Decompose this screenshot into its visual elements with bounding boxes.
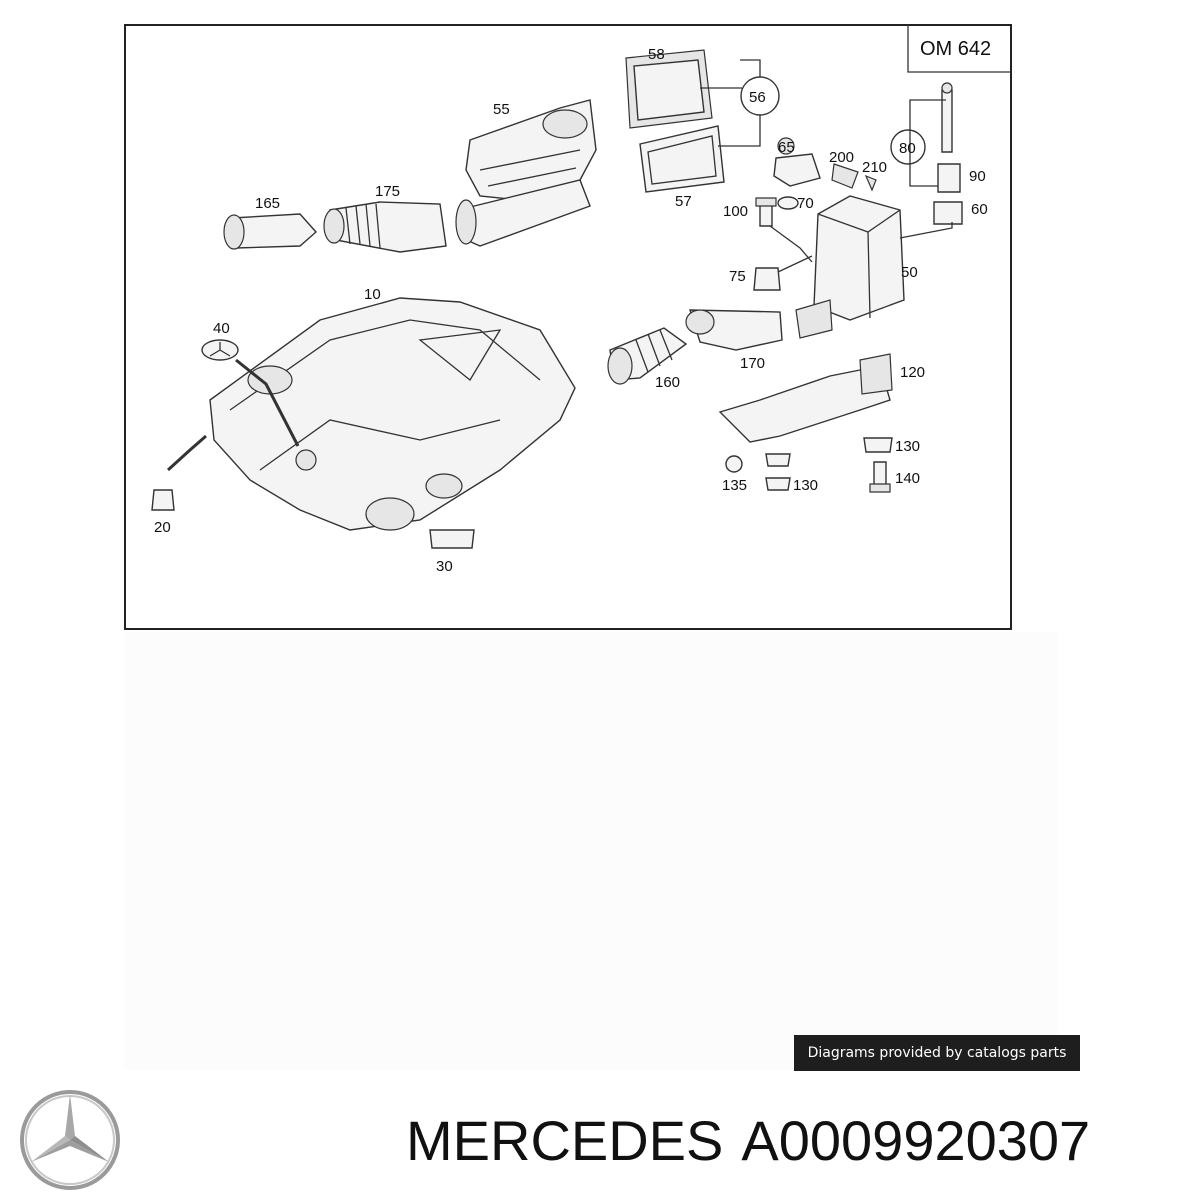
grommet-75 bbox=[753, 267, 781, 291]
part-number: A0009920307 bbox=[741, 1109, 1091, 1172]
engine-code-box: OM 642 bbox=[907, 24, 1011, 73]
parts-diagram: OM 642 bbox=[151, 24, 1011, 575]
label-20: 20 bbox=[154, 519, 171, 536]
credit-text: Diagrams provided by catalogs parts bbox=[807, 1045, 1067, 1061]
air-filter-element-57 bbox=[639, 125, 725, 193]
label-30: 30 bbox=[436, 558, 453, 575]
nut-135 bbox=[725, 455, 743, 473]
label-70: 70 bbox=[797, 195, 814, 212]
clip-210 bbox=[864, 174, 877, 192]
label-140: 140 bbox=[895, 470, 920, 487]
label-165: 165 bbox=[255, 195, 280, 212]
bolt-100 bbox=[755, 197, 777, 227]
brand-name: MERCEDES bbox=[406, 1109, 724, 1172]
label-65: 65 bbox=[778, 139, 795, 156]
emblem-40 bbox=[201, 339, 239, 361]
label-56: 56 bbox=[749, 89, 766, 106]
label-80: 80 bbox=[899, 140, 916, 157]
sensor-65 bbox=[773, 137, 821, 187]
label-210: 210 bbox=[862, 159, 887, 176]
label-75: 75 bbox=[729, 268, 746, 285]
nut-20 bbox=[151, 489, 175, 511]
rubber-mount-60 bbox=[933, 201, 963, 225]
air-intake-hose-175 bbox=[323, 201, 447, 253]
air-filter-element-58 bbox=[625, 49, 713, 129]
label-135: 135 bbox=[722, 477, 747, 494]
connector-200 bbox=[831, 163, 859, 189]
product-title: MERCEDES A0009920307 bbox=[406, 1108, 1090, 1173]
label-40: 40 bbox=[213, 320, 230, 337]
label-170: 170 bbox=[740, 355, 765, 372]
label-175: 175 bbox=[375, 183, 400, 200]
air-filter-housing-50 bbox=[795, 195, 905, 339]
label-50: 50 bbox=[901, 264, 918, 281]
air-intake-hose-170 bbox=[685, 309, 783, 351]
cap-30 bbox=[429, 529, 475, 549]
label-130-lower: 130 bbox=[793, 477, 818, 494]
label-100: 100 bbox=[723, 203, 748, 220]
label-130-right: 130 bbox=[895, 438, 920, 455]
grommet-130-lower bbox=[765, 477, 791, 491]
bracket-120 bbox=[718, 353, 893, 443]
label-120: 120 bbox=[900, 364, 925, 381]
engine-cover-10 bbox=[209, 297, 576, 531]
label-160: 160 bbox=[655, 374, 680, 391]
label-57: 57 bbox=[675, 193, 692, 210]
air-intake-hose-160 bbox=[607, 327, 688, 385]
label-200: 200 bbox=[829, 149, 854, 166]
label-10: 10 bbox=[364, 286, 381, 303]
label-55: 55 bbox=[493, 101, 510, 118]
air-intake-hose-165 bbox=[223, 213, 317, 250]
three-pointed-star-icon bbox=[20, 1090, 120, 1190]
bolt-140 bbox=[869, 461, 891, 493]
bolt-80 bbox=[941, 82, 953, 153]
grommet-130-left bbox=[765, 453, 791, 467]
credit-badge: Diagrams provided by catalogs parts bbox=[794, 1035, 1080, 1071]
label-60: 60 bbox=[971, 201, 988, 218]
seal-70 bbox=[777, 196, 799, 210]
air-filter-housing-55 bbox=[455, 99, 597, 247]
blank-area bbox=[124, 632, 1058, 1070]
engine-code: OM 642 bbox=[920, 38, 991, 60]
rubber-mount-90 bbox=[937, 163, 961, 193]
label-90: 90 bbox=[969, 168, 986, 185]
grommet-130-right bbox=[863, 437, 893, 453]
label-58: 58 bbox=[648, 46, 665, 63]
